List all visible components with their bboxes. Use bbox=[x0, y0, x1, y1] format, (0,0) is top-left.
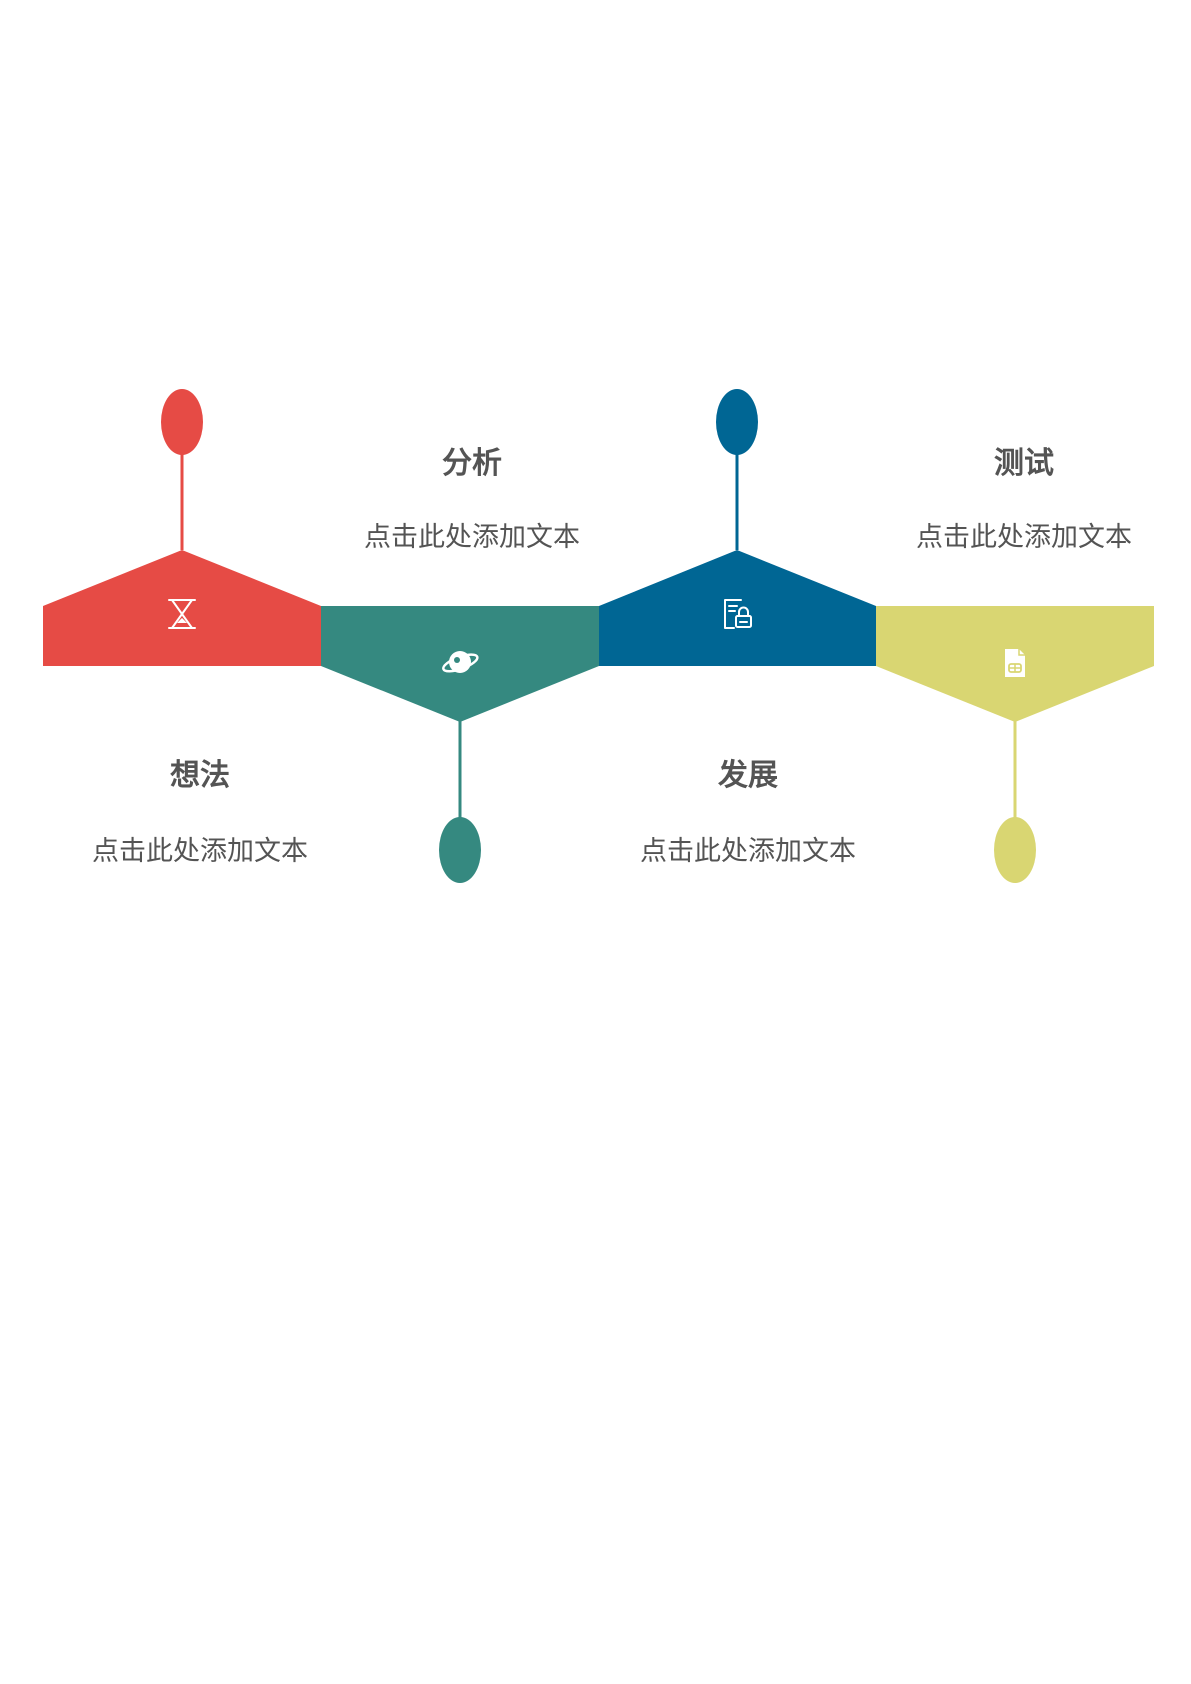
file-card-icon bbox=[1005, 649, 1025, 677]
step-4-title: 测试 bbox=[994, 446, 1054, 481]
step-4: 测试 点击此处添加文本 bbox=[876, 446, 1154, 883]
step-2: 分析 点击此处添加文本 bbox=[321, 446, 599, 883]
step-1: 想法 点击此处添加文本 bbox=[43, 389, 321, 867]
step-1-description: 点击此处添加文本 bbox=[92, 836, 308, 867]
step-3-pin bbox=[716, 389, 758, 455]
hourglass-icon bbox=[168, 599, 196, 629]
planet-icon bbox=[442, 651, 479, 673]
step-3-shape bbox=[599, 550, 876, 666]
step-4-pin bbox=[994, 817, 1036, 883]
step-3: 发展 点击此处添加文本 bbox=[599, 389, 876, 867]
step-2-description: 点击此处添加文本 bbox=[364, 522, 580, 553]
step-3-title: 发展 bbox=[717, 758, 778, 793]
step-1-shape bbox=[43, 550, 321, 666]
step-2-pin bbox=[439, 817, 481, 883]
step-4-description: 点击此处添加文本 bbox=[916, 522, 1132, 553]
step-1-pin bbox=[161, 389, 203, 455]
step-2-title: 分析 bbox=[442, 446, 502, 481]
document-lock-icon bbox=[724, 599, 752, 629]
step-3-description: 点击此处添加文本 bbox=[640, 836, 856, 867]
step-1-title: 想法 bbox=[170, 758, 230, 793]
